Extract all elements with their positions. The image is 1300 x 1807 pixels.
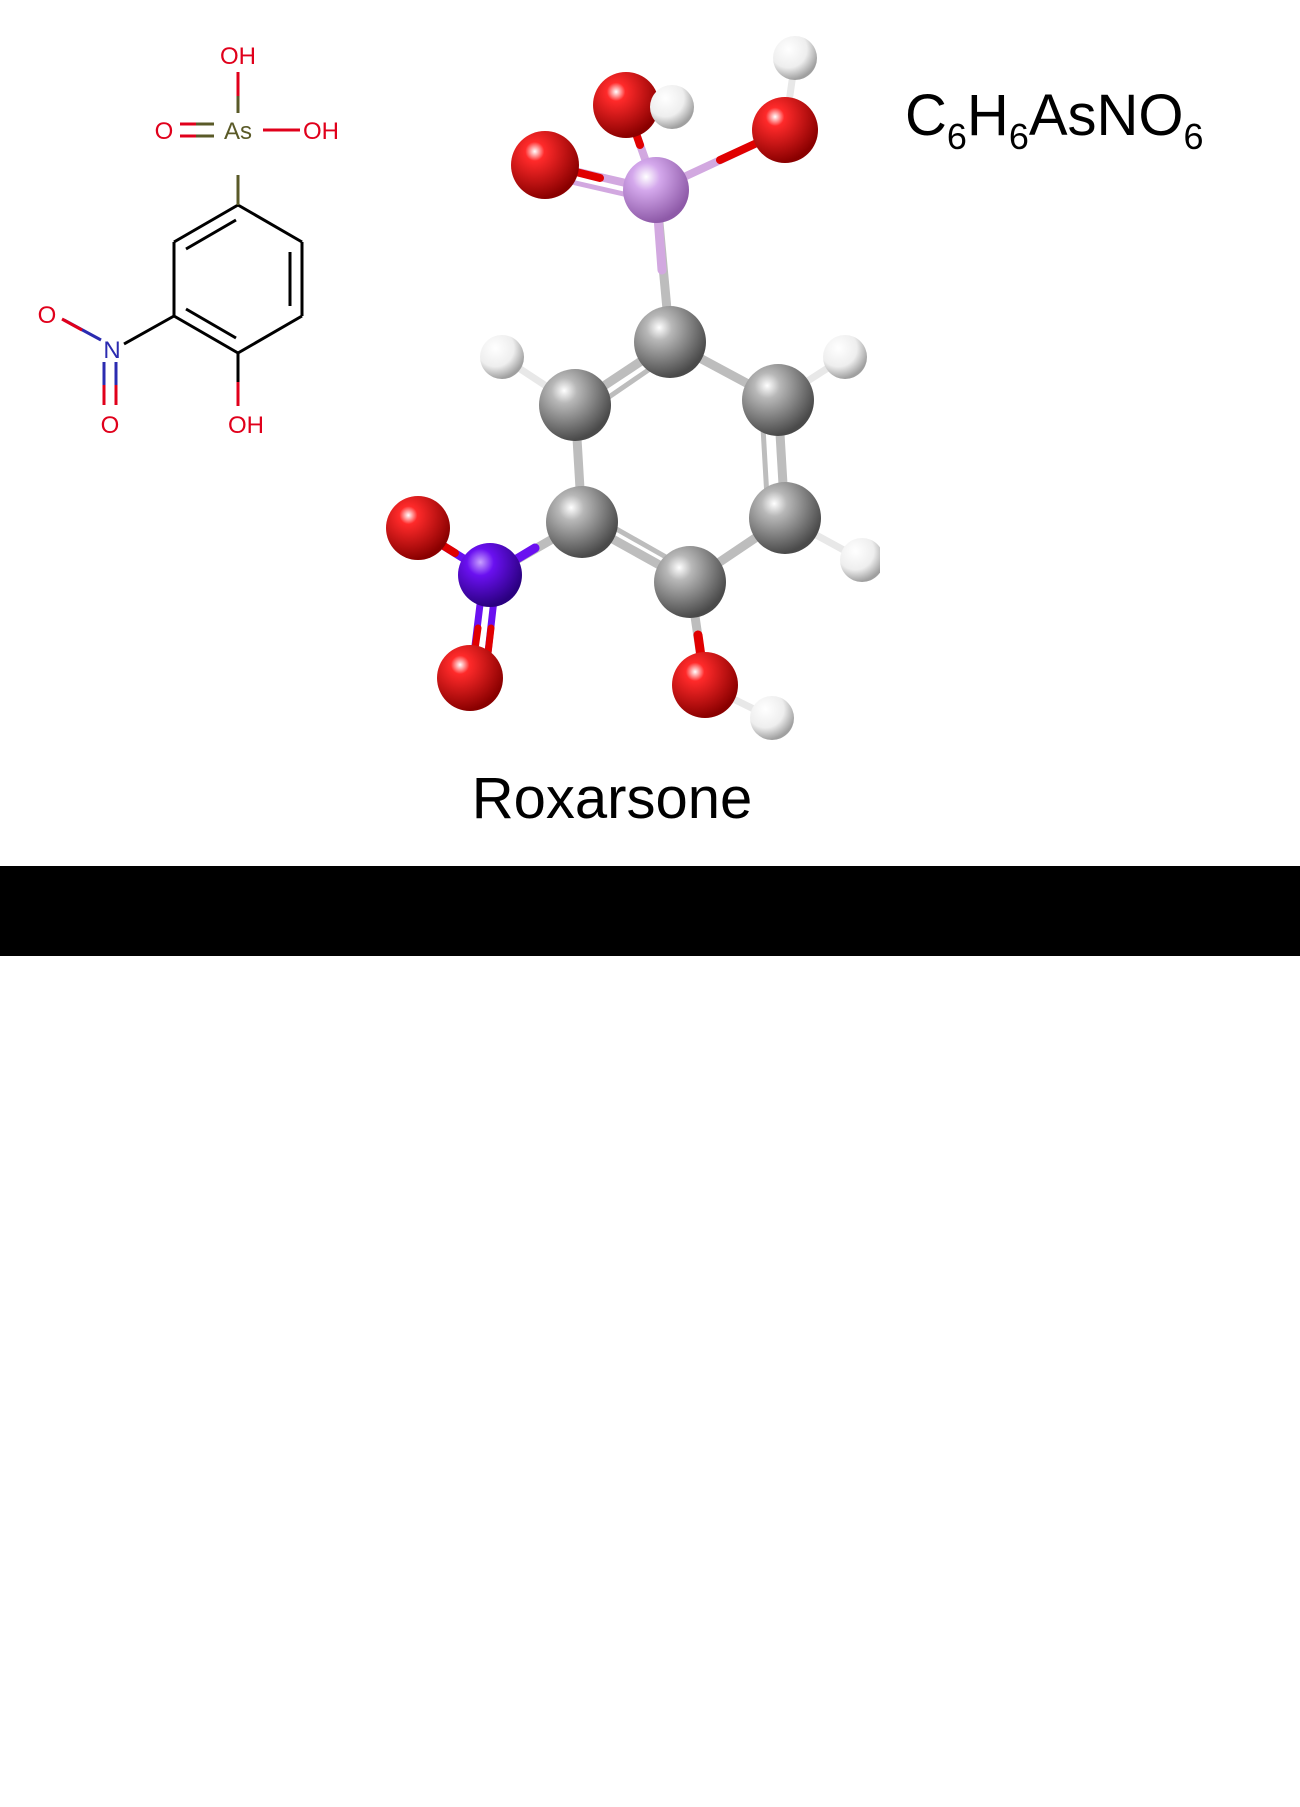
alamy-logo: alamy bbox=[50, 1750, 188, 1806]
illustration-canvas: OH As OH O O N O OH bbox=[0, 0, 1300, 866]
hydrogen-atom bbox=[773, 36, 817, 80]
oxygen-atom bbox=[437, 645, 503, 711]
formula-h: H bbox=[966, 83, 1009, 148]
skeletal-formula: OH As OH O O N O OH bbox=[38, 43, 339, 439]
carbon-atom bbox=[654, 546, 726, 618]
ring-double-bond bbox=[185, 218, 237, 251]
oxygen-atom bbox=[386, 496, 450, 560]
oxygen-atom bbox=[752, 97, 818, 163]
formula-c: C bbox=[905, 83, 947, 148]
image-id: 2YB5R3R bbox=[1185, 1762, 1248, 1778]
carbon-atom bbox=[546, 486, 618, 558]
oxygen-atom bbox=[593, 72, 659, 138]
hydrogen-atom bbox=[823, 335, 867, 379]
arsenic-atom bbox=[623, 157, 689, 223]
formula-c-count: 6 bbox=[946, 116, 967, 157]
n-o-bond-red bbox=[61, 317, 83, 332]
hydrogen-atom bbox=[650, 85, 694, 129]
ring-bond bbox=[173, 203, 239, 244]
watermark-bar: alamy 2YB5R3R www.alamy.com bbox=[0, 866, 1300, 1806]
o-left-label: O bbox=[155, 118, 174, 145]
oh-right-label: OH bbox=[303, 118, 339, 145]
carbon-atom bbox=[749, 482, 821, 554]
formula-h-count: 6 bbox=[1008, 116, 1029, 157]
nitro-o-top-label: O bbox=[38, 302, 57, 329]
carbon-atom bbox=[634, 306, 706, 378]
formula-o-count: 6 bbox=[1183, 116, 1204, 157]
stock-info: 2YB5R3R www.alamy.com bbox=[1133, 1759, 1248, 1803]
nitro-n-label: N bbox=[103, 337, 120, 364]
stock-url: www.alamy.com bbox=[1132, 1783, 1248, 1800]
ring-bond bbox=[237, 203, 303, 244]
compound-name: Roxarsone bbox=[471, 766, 753, 831]
ball-and-stick-model bbox=[386, 36, 880, 740]
oxygen-atom bbox=[511, 131, 579, 199]
nitro-o-bottom-label: O bbox=[101, 412, 120, 439]
ring-bond bbox=[173, 314, 239, 355]
oxygen-atom bbox=[672, 652, 738, 718]
c-n-bond bbox=[123, 314, 175, 346]
ring-bond bbox=[237, 314, 303, 355]
molecular-formula: C6H6AsNO6 bbox=[905, 82, 1204, 155]
nitrogen-atom bbox=[458, 543, 522, 607]
hydrogen-atom bbox=[750, 696, 794, 740]
carbon-atom bbox=[539, 369, 611, 441]
as-label: As bbox=[224, 118, 252, 145]
carbon-atom bbox=[742, 364, 814, 436]
ring-double-bond bbox=[185, 307, 237, 340]
oh-bottom-label: OH bbox=[228, 412, 264, 439]
hydrogen-atom bbox=[480, 335, 524, 379]
hydrogen-atom bbox=[840, 538, 880, 582]
oh-top-label: OH bbox=[220, 43, 256, 70]
formula-asno: AsNO bbox=[1028, 83, 1184, 148]
